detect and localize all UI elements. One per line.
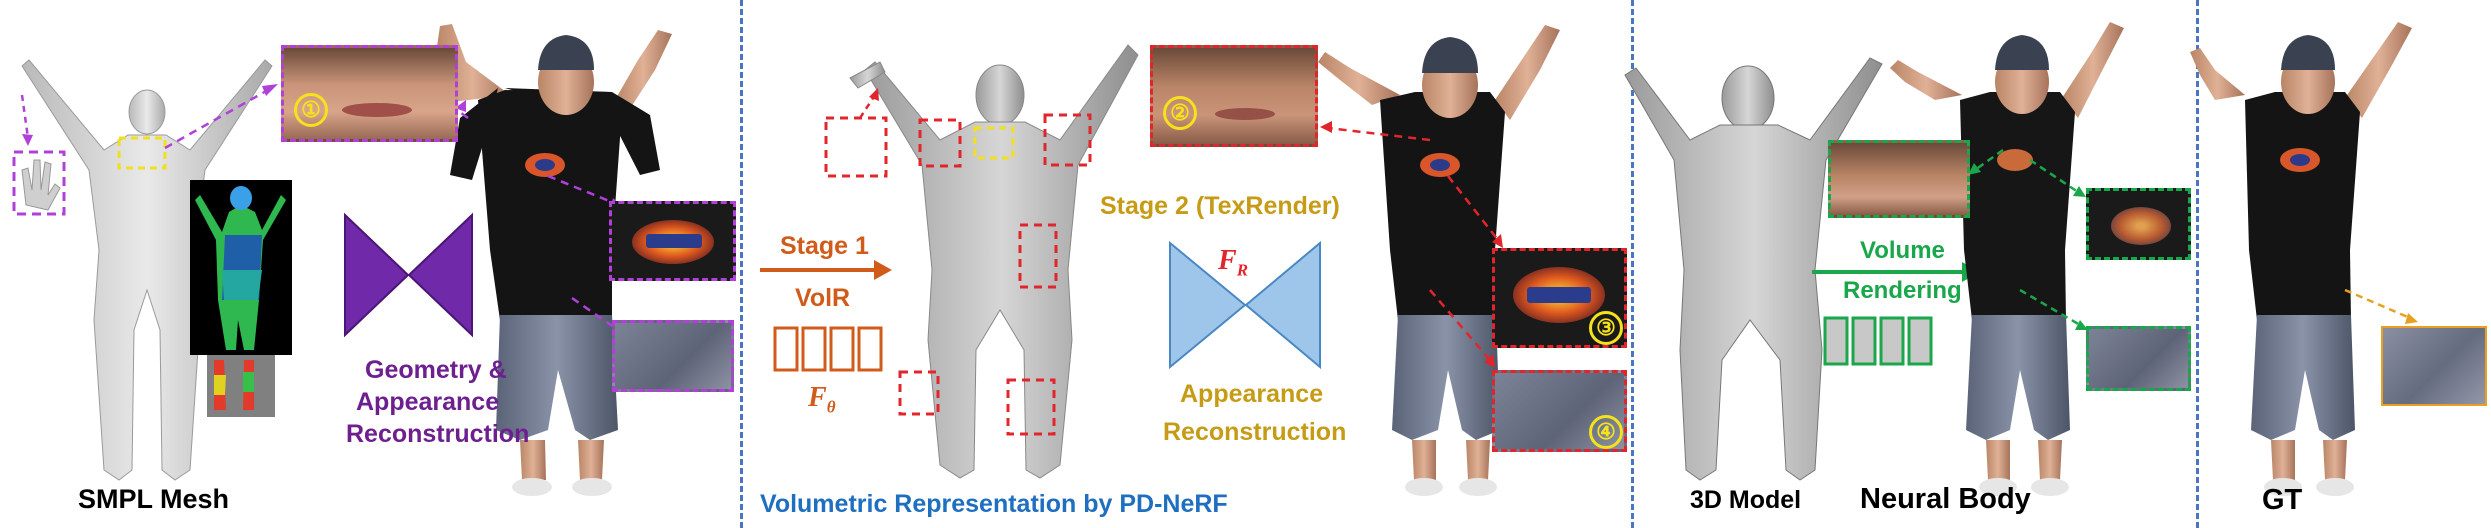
stage1-label: Stage 1 — [780, 232, 869, 260]
f-theta-main: F — [808, 382, 827, 413]
appearance-label-line2: Reconstruction — [1163, 418, 1347, 446]
divider-2 — [1631, 0, 1634, 528]
stage2-label: Stage 2 (TexRender) — [1100, 192, 1340, 220]
divider-3 — [2196, 0, 2199, 528]
pd-nerf-caption: Volumetric Representation by PD-NeRF — [760, 490, 1228, 518]
volume-label-line2: Rendering — [1843, 277, 1962, 304]
pants-zoom-crop-gt — [2381, 326, 2487, 406]
badge-1: ① — [294, 93, 328, 127]
shirt-logo-zoom-crop-1 — [609, 201, 736, 281]
volume-label-line1: Volume — [1860, 237, 1945, 264]
gt-caption: GT — [2262, 484, 2303, 516]
pants-zoom-crop-3 — [2086, 326, 2191, 391]
shirt-logo-zoom-crop-3 — [2086, 188, 2191, 260]
geometry-label-line1: Geometry & — [365, 356, 507, 384]
f-theta-label: Fθ — [808, 382, 836, 418]
face-zoom-crop-3 — [1828, 140, 1970, 218]
pants-zoom-crop-1 — [612, 320, 734, 392]
face-zoom-crop-1: ① — [281, 45, 458, 142]
f-theta-sub: θ — [826, 397, 836, 417]
badge-4: ④ — [1589, 415, 1623, 449]
f-r-sub: R — [1236, 260, 1249, 280]
smpl-mesh-caption: SMPL Mesh — [78, 484, 230, 514]
divider-1 — [740, 0, 743, 528]
f-r-main: F — [1218, 245, 1237, 276]
neural-body-caption: Neural Body — [1860, 483, 2031, 515]
appearance-label-line1: Appearance — [1180, 380, 1324, 408]
face-zoom-crop-2: ② — [1150, 45, 1318, 147]
f-r-label: FR — [1218, 245, 1248, 281]
badge-2: ② — [1163, 96, 1197, 130]
geometry-label-line2: Appearance — [356, 388, 500, 416]
pants-zoom-crop-2: ④ — [1492, 370, 1627, 452]
volr-label: VolR — [795, 284, 851, 312]
geometry-label-line3: Reconstruction — [346, 420, 530, 448]
3d-model-caption: 3D Model — [1690, 486, 1802, 514]
shirt-logo-zoom-crop-2: ③ — [1492, 248, 1627, 348]
badge-3: ③ — [1589, 311, 1623, 345]
